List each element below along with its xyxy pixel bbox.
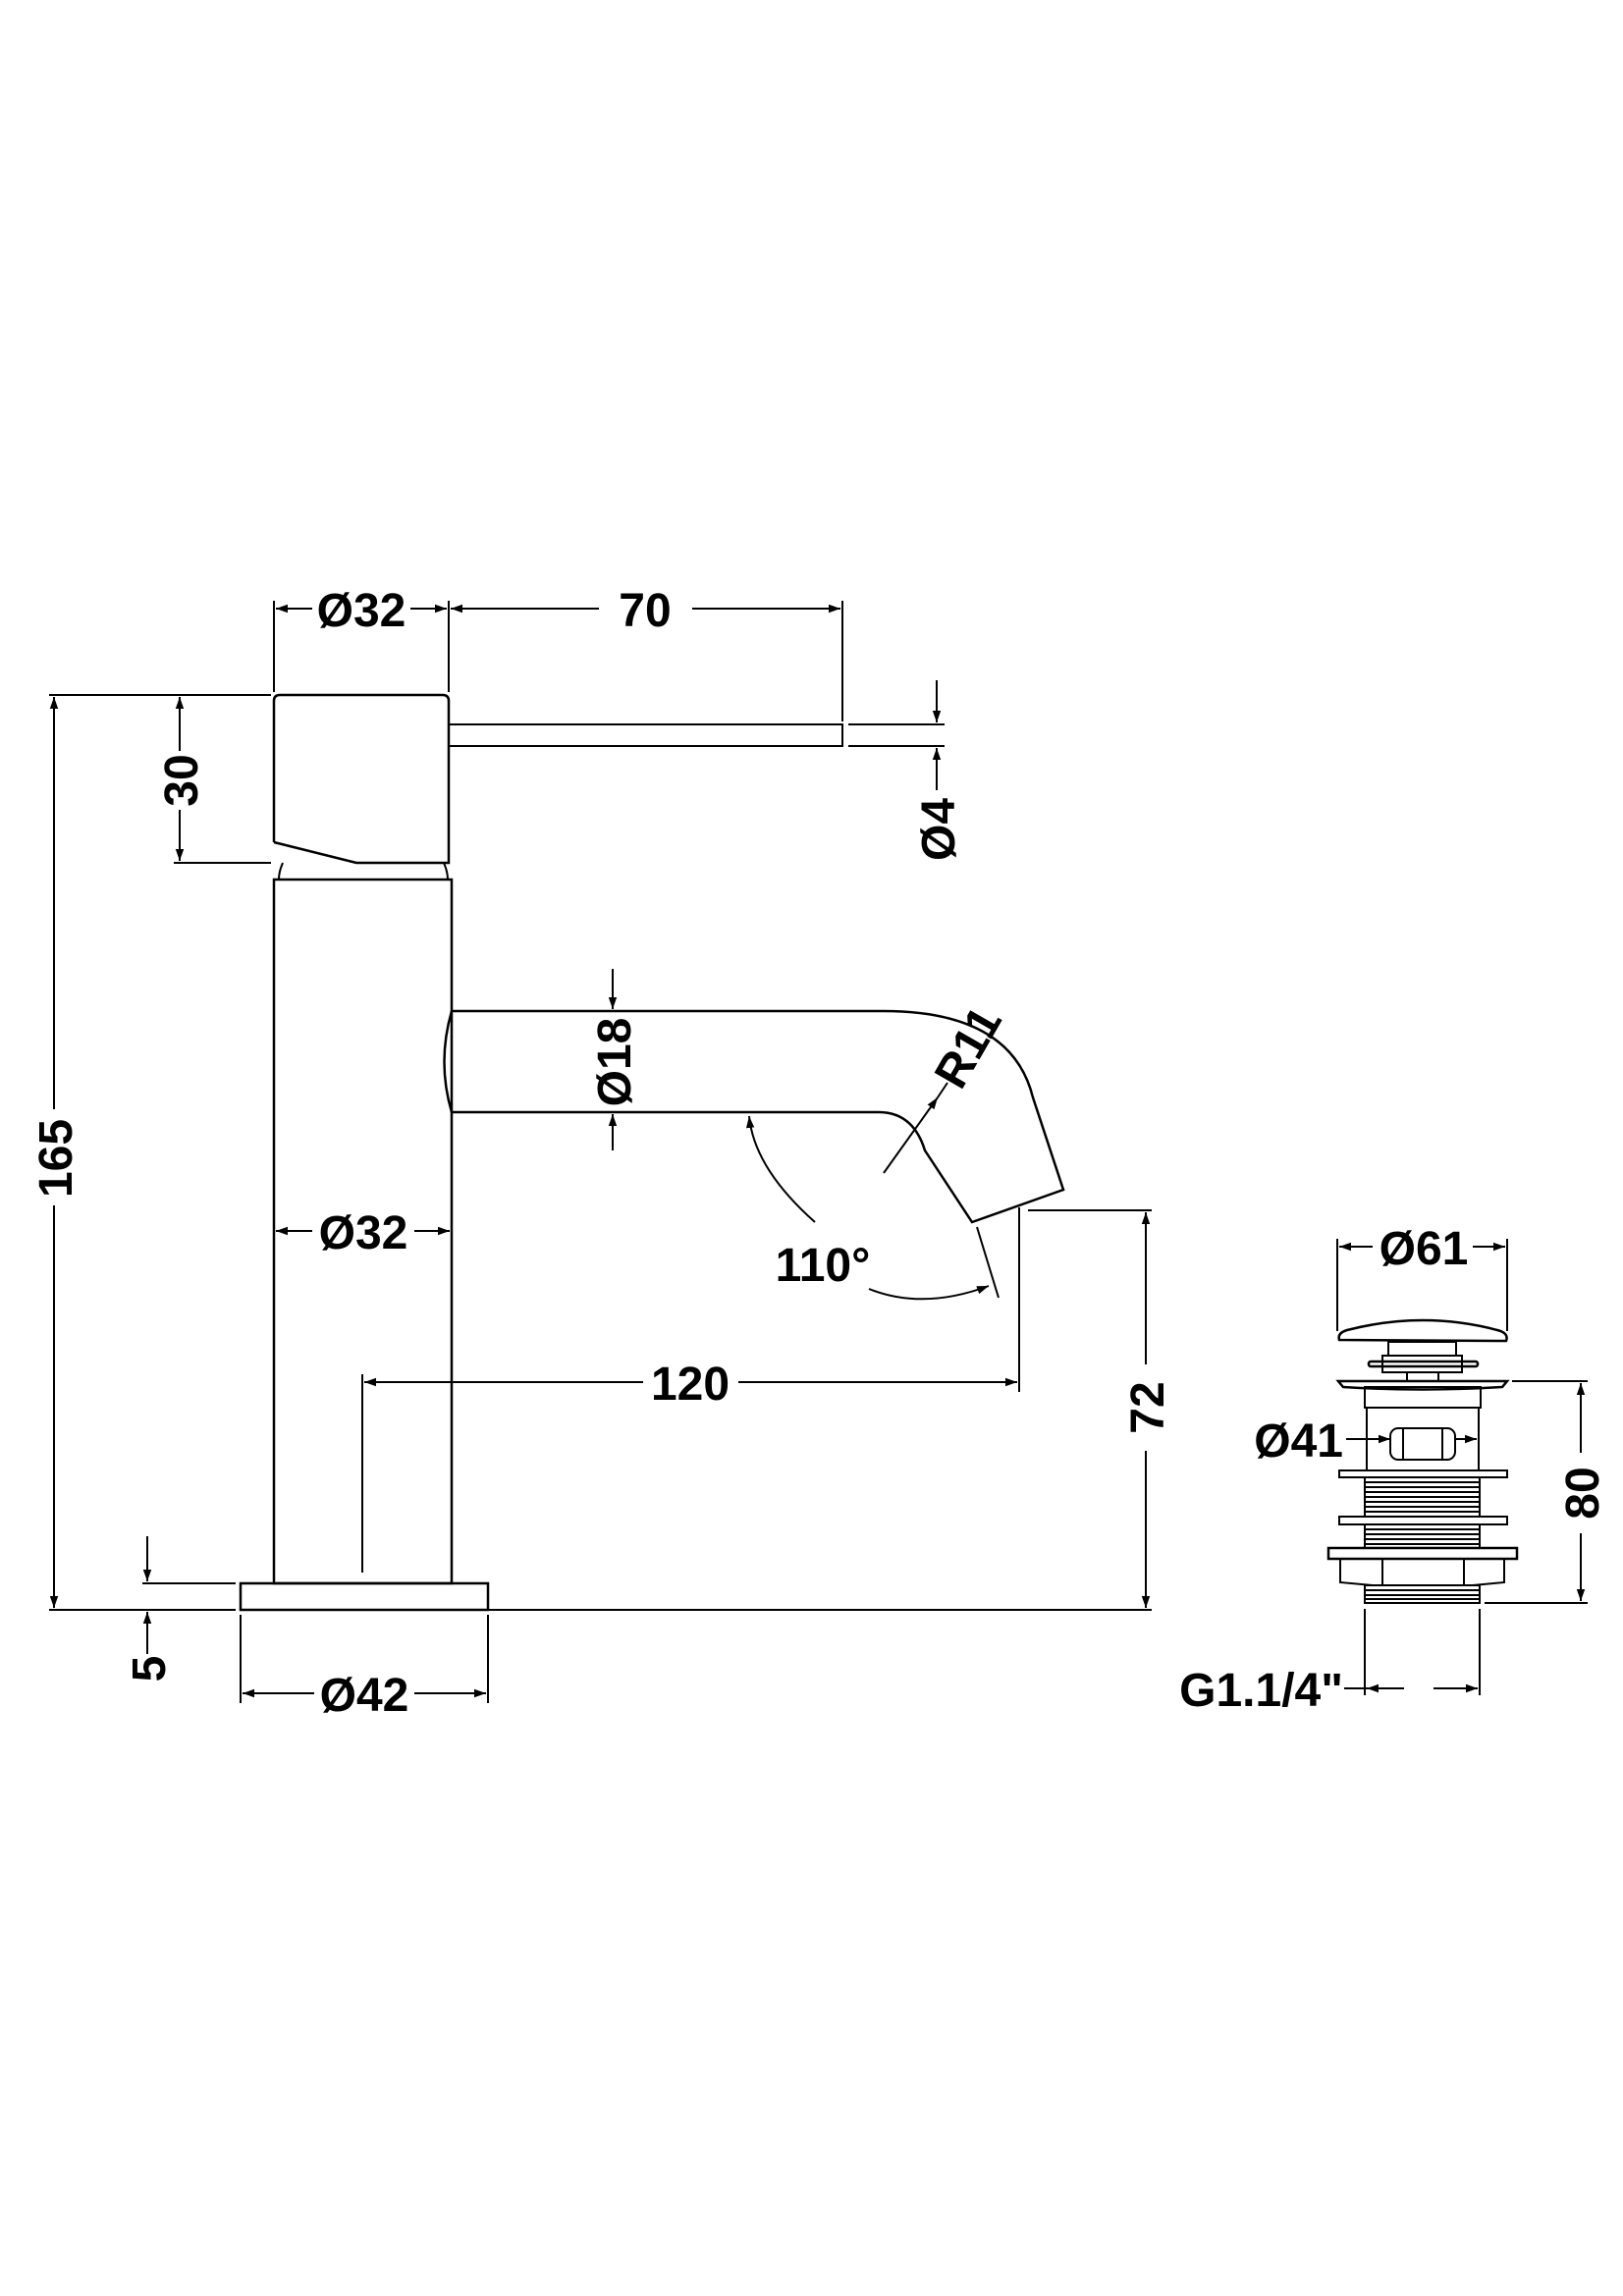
tap-handle bbox=[272, 693, 451, 865]
dim-lever-length: 70 bbox=[451, 585, 843, 721]
waste-stem bbox=[1387, 1341, 1457, 1357]
waste-cap bbox=[1337, 1318, 1508, 1343]
label-base-thickness: 5 bbox=[124, 1656, 176, 1682]
handle-lever bbox=[449, 723, 843, 747]
label-spout-height: 72 bbox=[1122, 1381, 1174, 1433]
tap-base bbox=[239, 1581, 490, 1612]
label-spout-radius: R11 bbox=[925, 998, 1012, 1096]
dim-waste-thread: G1.1/4" bbox=[1179, 1609, 1481, 1717]
waste-washer bbox=[1338, 1469, 1508, 1478]
label-waste-thread: G1.1/4" bbox=[1179, 1665, 1343, 1717]
tap-spout bbox=[443, 1009, 1065, 1224]
dim-cap-diameter: Ø61 bbox=[1336, 1223, 1508, 1331]
dim-base-diameter: Ø42 bbox=[240, 1615, 489, 1722]
label-spout-reach: 120 bbox=[651, 1359, 730, 1411]
waste-slot bbox=[1389, 1427, 1456, 1461]
dim-overall-height: 165 bbox=[30, 694, 271, 1608]
dim-spout-reach: 120 bbox=[361, 1207, 1020, 1573]
label-body-diameter: Ø32 bbox=[319, 1207, 408, 1259]
dim-lever-diameter: Ø4 bbox=[848, 680, 965, 861]
dim-spout-radius: R11 bbox=[883, 998, 1012, 1174]
dim-waste-height: 80 bbox=[1485, 1380, 1609, 1604]
label-cap-diameter: Ø61 bbox=[1380, 1223, 1469, 1275]
dim-body-diameter: Ø32 bbox=[276, 1207, 450, 1259]
waste-nut bbox=[1339, 1558, 1505, 1586]
label-waste-body-diameter: Ø41 bbox=[1254, 1415, 1343, 1468]
label-overall-height: 165 bbox=[30, 1119, 82, 1198]
click-clack-waste bbox=[1326, 1318, 1519, 1604]
tap-collar bbox=[278, 862, 449, 881]
label-handle-height: 30 bbox=[156, 754, 208, 806]
waste-lower-flange bbox=[1326, 1546, 1519, 1561]
dim-spout-height: 72 bbox=[49, 1209, 1174, 1611]
waste-top-flange bbox=[1335, 1379, 1510, 1391]
label-handle-diameter: Ø32 bbox=[317, 585, 406, 637]
label-lever-diameter: Ø4 bbox=[913, 798, 965, 861]
dim-spout-angle: 110° bbox=[745, 1115, 1000, 1301]
label-lever-length: 70 bbox=[619, 585, 671, 637]
dim-base-thickness: 5 bbox=[124, 1536, 236, 1682]
label-base-diameter: Ø42 bbox=[320, 1670, 409, 1722]
dim-waste-body-diameter: Ø41 bbox=[1254, 1415, 1477, 1468]
label-waste-height: 80 bbox=[1557, 1467, 1609, 1519]
dim-handle-height: 30 bbox=[156, 694, 271, 864]
basin-tap bbox=[239, 693, 1065, 1612]
label-spout-angle: 110° bbox=[776, 1240, 871, 1292]
label-spout-diameter: Ø18 bbox=[589, 1018, 641, 1107]
dim-handle-diameter: Ø32 bbox=[273, 585, 450, 692]
dim-spout-diameter: Ø18 bbox=[589, 969, 641, 1150]
waste-threads bbox=[1338, 1476, 1508, 1549]
